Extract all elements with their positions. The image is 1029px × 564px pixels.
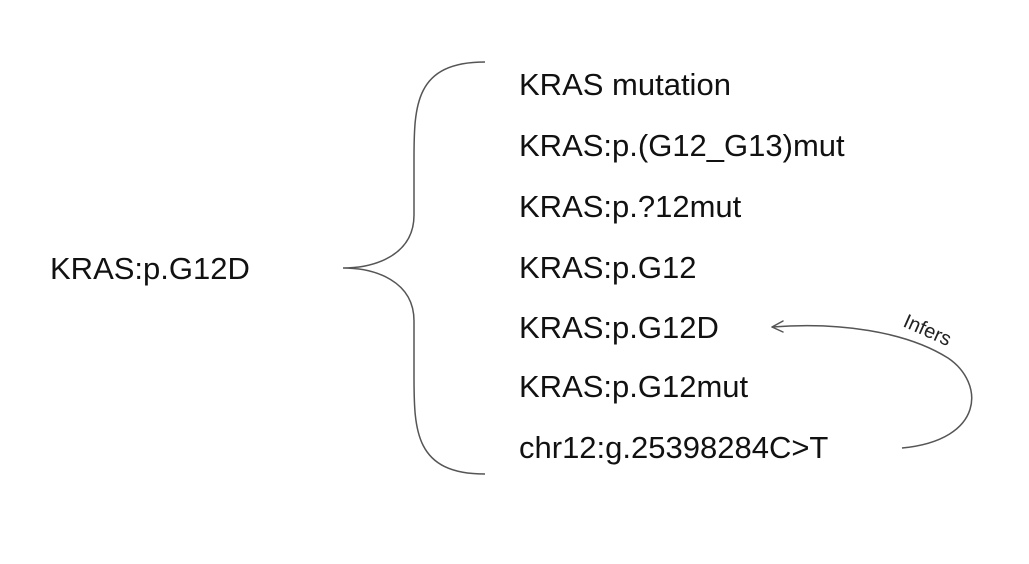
variant-item: KRAS:p.?12mut <box>519 189 742 224</box>
variant-item: KRAS:p.(G12_G13)mut <box>519 128 845 163</box>
infers-arrowhead <box>771 320 784 333</box>
variant-item: KRAS:p.G12D <box>519 310 719 345</box>
variant-item: chr12:g.25398284C>T <box>519 430 829 465</box>
variant-item: KRAS:p.G12mut <box>519 369 749 404</box>
variant-item: KRAS:p.G12 <box>519 250 697 285</box>
source-variant-label: KRAS:p.G12D <box>50 251 250 286</box>
infers-arrow <box>771 324 973 449</box>
infers-label: Infers <box>900 310 955 350</box>
variant-item: KRAS mutation <box>519 67 731 102</box>
curly-brace <box>342 61 486 475</box>
